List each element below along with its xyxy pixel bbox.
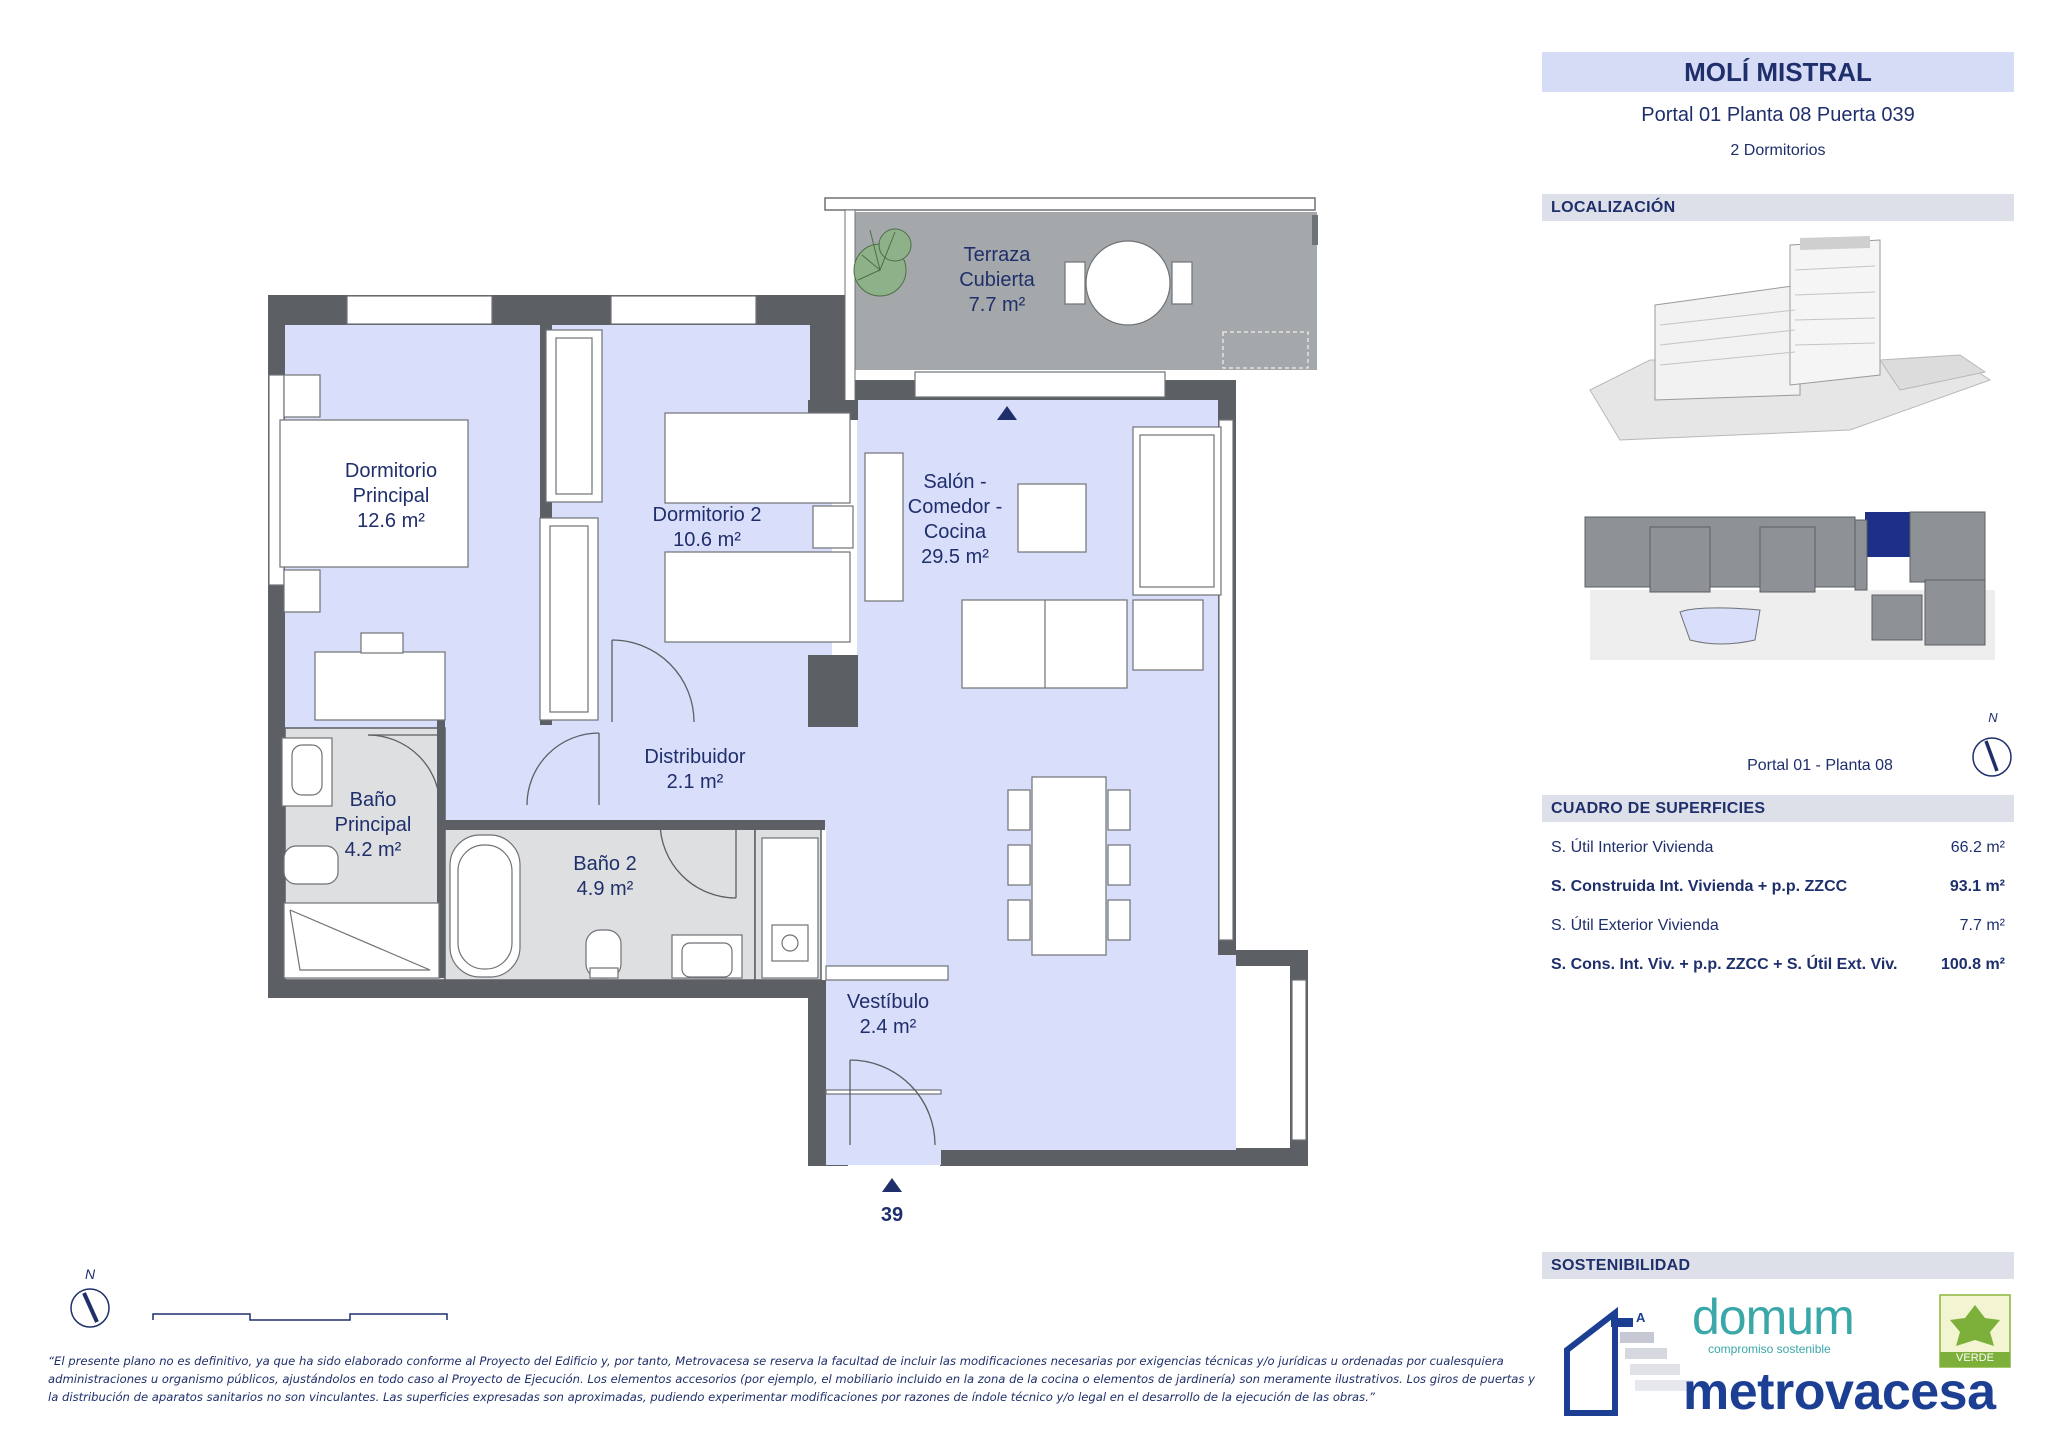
legal-disclaimer: “El presente plano no es definitivo, ya …	[48, 1354, 1535, 1404]
sanitary-fixtures	[281, 737, 819, 979]
building-render	[1589, 236, 1992, 441]
rating-letter: A	[1636, 1310, 1646, 1325]
door-number: 39	[880, 1204, 904, 1226]
sustainability-section: SOSTENIBILIDAD	[1542, 1252, 2014, 1279]
compass-icon	[70, 1288, 110, 1328]
surface-row: S. Cons. Int. Viv. + p.p. ZZCC + S. Útil…	[1551, 956, 2005, 973]
metrovacesa-logo: metrovacesa	[1683, 1363, 1996, 1421]
plant-icon	[853, 228, 912, 297]
surfaces-header: CUADRO DE SUPERFICIES	[1542, 795, 2014, 822]
entrance-arrow-icon	[882, 1178, 902, 1192]
unit-title: Portal 01 Planta 08 Puerta 039	[1641, 104, 1915, 126]
project-title: MOLÍ MISTRAL	[1542, 52, 2014, 92]
north-label: N	[84, 1266, 96, 1282]
sustainability-header: SOSTENIBILIDAD	[1542, 1252, 2014, 1279]
header-panel: MOLÍ MISTRAL Portal 01 Planta 08 Puerta …	[1542, 52, 2014, 160]
scale-bar	[152, 1313, 448, 1321]
bedroom-count: 2 Dormitorios	[1730, 142, 1826, 159]
door-swings	[367, 639, 936, 1146]
keyplan-compass-icon	[1972, 737, 2012, 777]
location-header: LOCALIZACIÓN	[1542, 194, 2014, 221]
terrace-arrow-icon	[997, 406, 1017, 420]
domum-tagline: compromiso sostenible	[1708, 1342, 1831, 1356]
key-plan	[1584, 511, 1995, 660]
furniture	[279, 240, 1222, 956]
verde-label: VERDE	[1956, 1352, 1994, 1364]
keyplan-north-label: N	[1988, 710, 1998, 725]
surfaces-section: CUADRO DE SUPERFICIES S. Útil Interior V…	[1542, 795, 2014, 984]
domum-logo: domum	[1692, 1289, 1855, 1345]
terrace-floor	[855, 212, 1317, 370]
location-section: LOCALIZACIÓN	[1542, 194, 2014, 221]
location-caption: Portal 01 - Planta 08	[1747, 757, 1893, 774]
energy-house-logo	[1564, 1306, 1618, 1416]
windows	[268, 295, 1307, 1141]
